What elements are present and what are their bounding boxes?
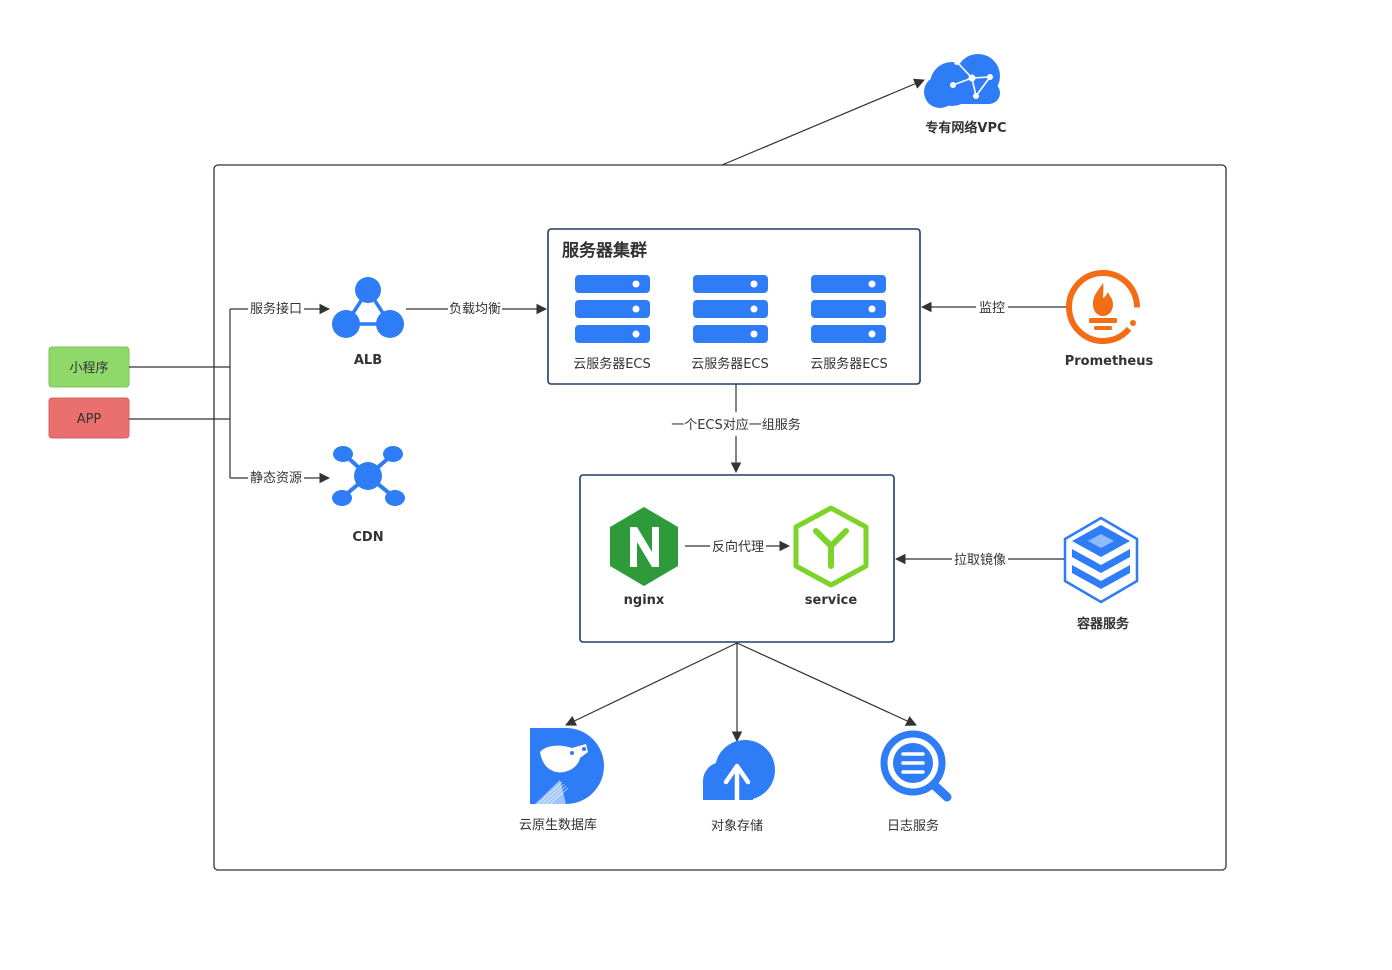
cloud-network-icon (924, 54, 1000, 108)
client-app[interactable]: APP (48, 397, 130, 439)
vpc-label: 专有网络VPC (925, 120, 1006, 136)
server-label-3: 云服务器ECS (810, 356, 888, 372)
database-label: 云原生数据库 (519, 817, 597, 833)
edge-vpc (721, 78, 925, 166)
client-connectors (129, 303, 331, 484)
service-label: service (805, 593, 858, 608)
service-cube-icon (793, 505, 869, 588)
object-storage-label: 对象存储 (711, 819, 763, 834)
log-service-icon (880, 730, 952, 802)
log-service-label: 日志服务 (887, 818, 939, 834)
alb-label: ALB (354, 353, 382, 368)
nginx-icon (610, 507, 678, 586)
edge-label-lb: 负载均衡 (449, 302, 501, 317)
server-label-1: 云服务器ECS (573, 356, 651, 372)
server-icon-1 (575, 275, 650, 343)
server-cluster-title: 服务器集群 (562, 240, 647, 261)
cdn-icon (332, 446, 405, 506)
prometheus-icon (1066, 270, 1140, 344)
load-balancer-icon (332, 277, 404, 338)
client-app-label: APP (77, 412, 102, 427)
server-label-2: 云服务器ECS (691, 356, 769, 372)
edge-label-pull: 拉取镜像 (954, 553, 1006, 568)
object-storage-icon (703, 740, 775, 803)
cdn-label: CDN (352, 530, 383, 545)
server-icon-2 (693, 275, 768, 343)
server-icon-3 (811, 275, 886, 343)
database-icon (530, 728, 604, 805)
vpc-boundary (213, 164, 1227, 871)
nginx-label: nginx (624, 593, 665, 608)
edge-label-monitor: 监控 (979, 301, 1005, 316)
edge-label-api: 服务接口 (250, 301, 302, 317)
prometheus-label: Prometheus (1065, 354, 1154, 369)
container-service-icon (1063, 516, 1139, 604)
storage-connectors (565, 642, 917, 743)
client-miniprogram[interactable]: 小程序 (48, 346, 130, 388)
edge-label-static: 静态资源 (250, 471, 302, 486)
client-miniprogram-label: 小程序 (69, 361, 108, 376)
edge-label-ecs: 一个ECS对应一组服务 (671, 417, 801, 433)
container-service-label: 容器服务 (1076, 616, 1130, 632)
edge-label-proxy: 反向代理 (712, 539, 764, 555)
